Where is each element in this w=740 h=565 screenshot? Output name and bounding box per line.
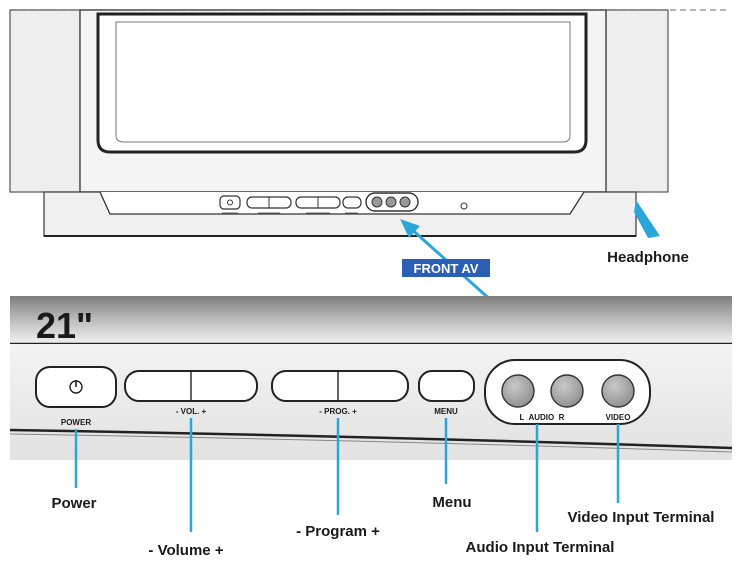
audio-input-callout: Audio Input Terminal xyxy=(466,539,615,556)
menu-callout: Menu xyxy=(432,494,471,511)
menu-panel-label: MENU xyxy=(434,407,458,416)
program-panel-label: - PROG. + xyxy=(319,407,357,416)
right-speaker-panel xyxy=(605,9,669,193)
video-input-callout: Video Input Terminal xyxy=(568,509,715,526)
video-panel-label: VIDEO xyxy=(606,413,631,422)
tv-set xyxy=(9,9,730,238)
audio-left-jack[interactable] xyxy=(501,374,535,408)
callout-lines xyxy=(74,418,620,532)
left-speaker-panel xyxy=(9,9,81,193)
audio-right-jack[interactable] xyxy=(550,374,584,408)
tv-screen xyxy=(96,12,588,154)
volume-button[interactable] xyxy=(124,370,258,402)
power-callout: Power xyxy=(51,495,96,512)
front-av-label-bg xyxy=(402,259,490,277)
power-panel-label: POWER xyxy=(61,418,91,427)
power-symbol-icon xyxy=(69,380,83,394)
audio-panel-label: L AUDIO R xyxy=(520,413,565,422)
volume-panel-label: - VOL. + xyxy=(176,407,207,416)
volume-callout: - Volume + xyxy=(148,542,223,559)
program-button[interactable] xyxy=(271,370,409,402)
screen-size-label: 21" xyxy=(36,305,93,346)
mini-control-bar xyxy=(219,192,468,214)
menu-button[interactable] xyxy=(418,370,475,402)
control-panel: 21" POWER - VOL. + - PROG. + MENU xyxy=(9,296,733,460)
headphone-callout: Headphone xyxy=(607,249,689,266)
front-av-label: FRONT AV xyxy=(414,261,479,276)
program-callout: - Program + xyxy=(296,523,380,540)
video-jack[interactable] xyxy=(601,374,635,408)
